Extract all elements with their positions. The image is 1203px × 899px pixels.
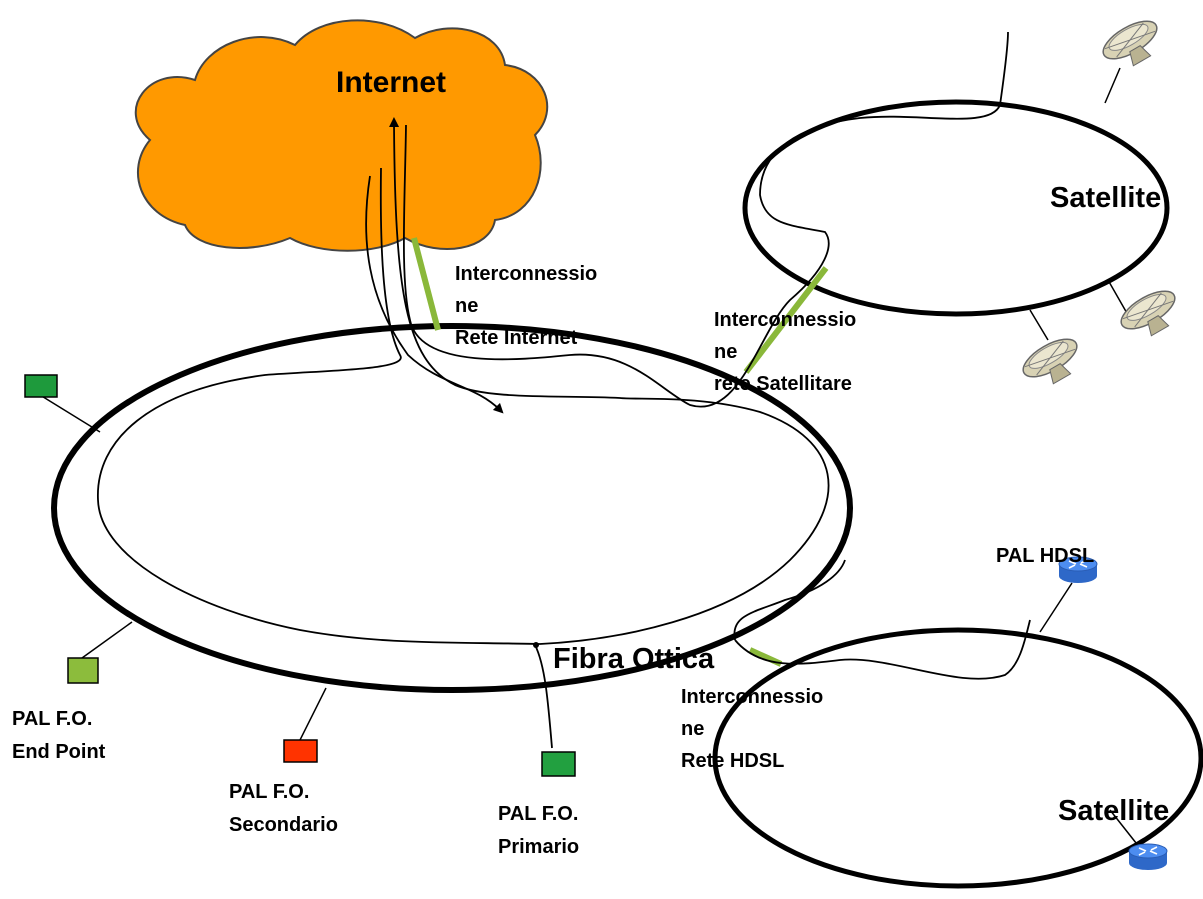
satellite-dish-icon bbox=[1096, 12, 1169, 77]
interconnection-internet-label: Interconnessio ne Rete Internet bbox=[455, 263, 603, 349]
route-path-hdsl-branch bbox=[534, 644, 553, 749]
interconnection-satellite-label: Interconnessio ne rete Satellitare bbox=[714, 309, 862, 395]
satellite-dish-icon bbox=[1114, 282, 1187, 347]
node-connector bbox=[1039, 582, 1073, 633]
router-icon bbox=[1128, 843, 1168, 871]
satellite-top-label: Satellite bbox=[1050, 182, 1161, 214]
route-path-hdsl-ring bbox=[733, 559, 846, 641]
node-connector bbox=[1029, 309, 1049, 341]
node-connector bbox=[299, 687, 327, 741]
pal-fo-end-point-label: PAL F.O. End Point bbox=[12, 708, 106, 763]
fibra-ottica-ring bbox=[51, 323, 853, 693]
route-path-hdsl-out bbox=[734, 619, 1031, 680]
fibra-ottica-label: Fibra Ottica bbox=[553, 643, 715, 675]
pal-fo-secondario-label: PAL F.O. Secondario bbox=[229, 781, 338, 836]
node-connector bbox=[39, 394, 101, 433]
pal-node-top-left[interactable] bbox=[24, 374, 58, 398]
satellite-top-ring bbox=[742, 99, 1170, 317]
internet-label: Internet bbox=[336, 66, 446, 99]
route-path-main bbox=[97, 117, 830, 645]
satellite-bottom-ring bbox=[712, 627, 1203, 889]
internet-cloud bbox=[134, 19, 549, 252]
branch-point bbox=[533, 642, 539, 648]
route-path-hdsl bbox=[365, 175, 504, 414]
node-connector bbox=[81, 621, 133, 659]
pal-fo-secondario-node[interactable] bbox=[283, 739, 318, 763]
pal-fo-primario-label: PAL F.O. Primario bbox=[498, 803, 584, 858]
satellite-bottom-label: Satellite bbox=[1058, 795, 1169, 827]
route-path-satellite bbox=[402, 31, 1009, 408]
satellite-interconnection-link bbox=[743, 266, 829, 374]
interconnection-hdsl-label: Interconnessio ne Rete HDSL bbox=[681, 686, 829, 772]
pal-fo-primario-node[interactable] bbox=[541, 751, 576, 777]
node-connector bbox=[1104, 67, 1121, 104]
pal-fo-end-point-node[interactable] bbox=[67, 657, 99, 684]
satellite-dish-icon bbox=[1016, 330, 1089, 395]
node-connector bbox=[1109, 809, 1141, 849]
pal-hdsl-label: PAL HDSL bbox=[996, 545, 1094, 567]
internet-interconnection-link bbox=[411, 237, 441, 331]
